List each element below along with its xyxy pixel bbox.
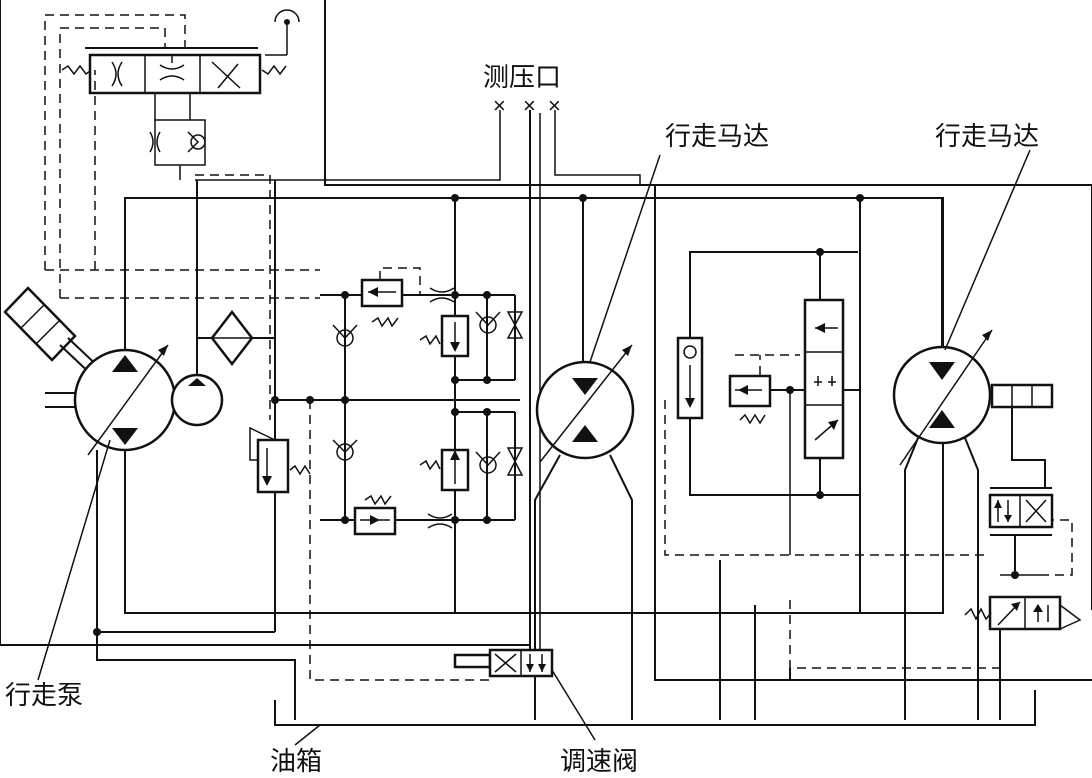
return-lines xyxy=(96,450,791,720)
pressure-port-label: 测压口 xyxy=(483,62,561,92)
travel-motor-left-label: 行走马达 xyxy=(665,121,769,151)
charge-relief-valve xyxy=(249,426,311,494)
labels: 测压口 × × × 行走马达 行走马达 行走泵 油箱 调速阀 xyxy=(5,62,1039,776)
pressure-port-mark-3: × xyxy=(548,93,561,118)
travel-pump xyxy=(3,180,276,632)
travel-motor-right xyxy=(892,149,1054,720)
pump-leader xyxy=(37,439,111,681)
loop-valve-block xyxy=(93,194,587,636)
speed-valve-label: 调速阀 xyxy=(560,746,638,776)
pressure-port-mark-2: × xyxy=(523,93,536,118)
solenoid-valve xyxy=(964,595,1082,720)
travel-pump-label: 行走泵 xyxy=(5,680,83,710)
brake-control-valve xyxy=(988,487,1054,579)
oil-tank-label: 油箱 xyxy=(270,746,322,776)
pressure-port-mark-1: × xyxy=(493,93,506,118)
right-valve-block xyxy=(665,194,943,613)
outer-frames xyxy=(0,0,1092,681)
pressure-port-lines xyxy=(195,110,641,650)
oil-tank xyxy=(274,690,1036,746)
speed-control-valve xyxy=(453,648,596,741)
pump-control-valve xyxy=(61,9,300,95)
travel-motor-right-label: 行走马达 xyxy=(935,121,1039,151)
orifice-check-pair xyxy=(149,93,206,180)
travel-motor-left xyxy=(534,154,661,720)
